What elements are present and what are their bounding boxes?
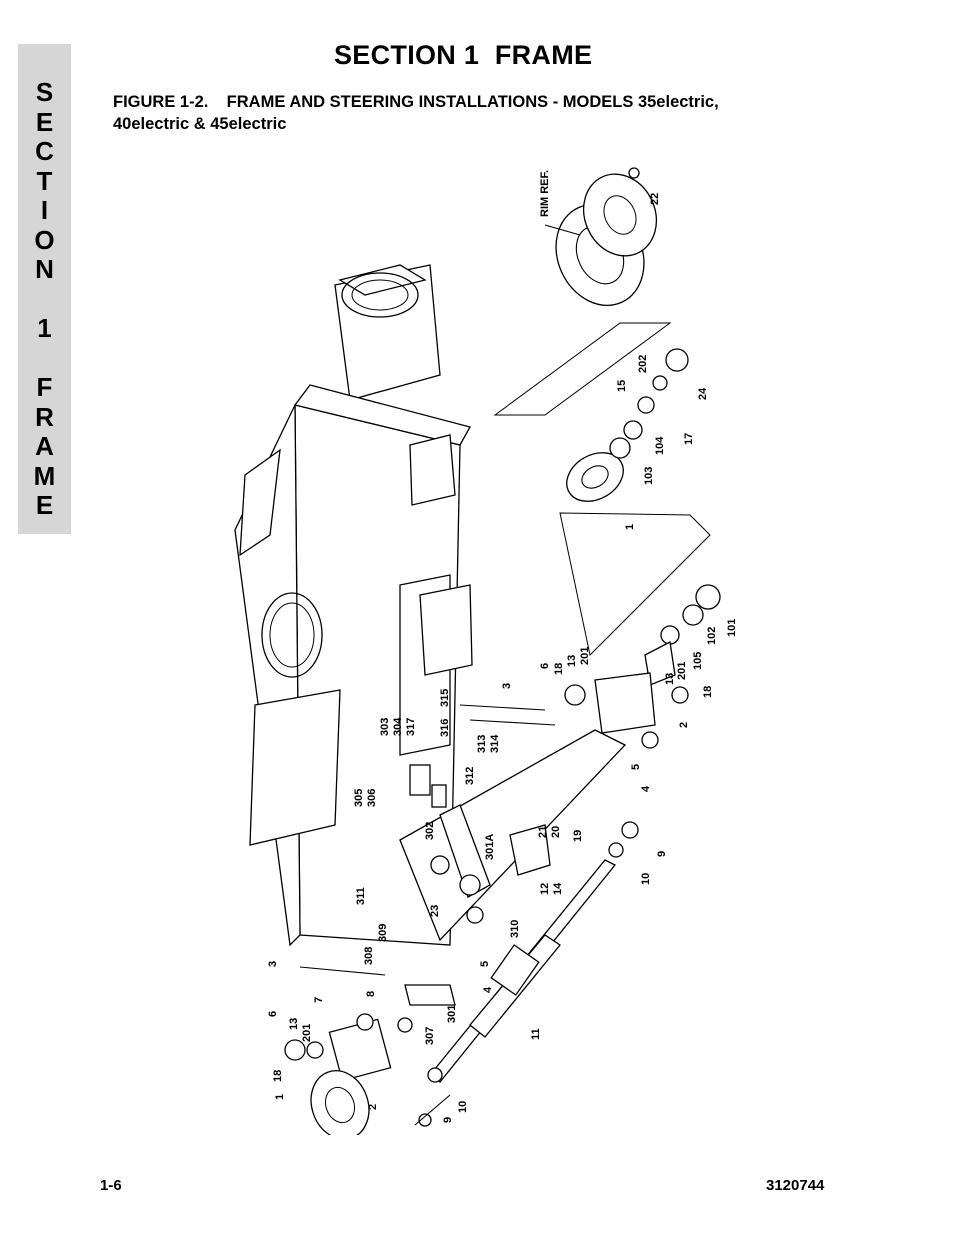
callout: 24 [697, 387, 709, 400]
callout: 23 [429, 905, 441, 917]
callout: 1 [624, 524, 636, 530]
callout: 2 [678, 722, 690, 728]
frame-body [234, 264, 473, 947]
spindle-assembly [564, 584, 721, 749]
section-side-tab: S E C T I O N 1 F R A M E [18, 44, 71, 534]
callout: 104 [654, 436, 666, 455]
steering-linkage [399, 704, 627, 942]
callout: 304 [392, 717, 404, 736]
callout: 11 [530, 1028, 542, 1040]
callout: 306 [366, 789, 378, 807]
callout: 18 [702, 686, 714, 698]
callout: 12 [539, 883, 551, 895]
callout: 310 [509, 920, 521, 938]
left-lower-parts [284, 966, 456, 1135]
callout: 312 [464, 767, 476, 785]
callout: 3 [267, 961, 279, 967]
callout: 102 [706, 627, 718, 645]
callout: 17 [683, 433, 695, 445]
document-number: 3120744 [766, 1177, 825, 1194]
callout: 313 [476, 735, 488, 753]
callout: 302 [424, 822, 436, 840]
callout: 5 [479, 961, 491, 967]
exploded-parts-diagram: RIM REF. 22 24 202 15 17 104 103 1 101 1… [234, 167, 738, 1135]
callout: 5 [630, 764, 642, 770]
hub-assembly [559, 348, 711, 657]
page-number: 1-6 [100, 1177, 122, 1194]
callout: 10 [640, 873, 652, 885]
callout: 13 [566, 655, 578, 667]
callout: 202 [637, 355, 649, 373]
callout: 8 [365, 991, 377, 997]
callout: 309 [377, 924, 389, 942]
callout: 6 [267, 1011, 279, 1017]
callout: 1 [274, 1094, 286, 1100]
callout: 311 [355, 887, 367, 905]
page-title: SECTION 1 FRAME [334, 40, 593, 70]
callout: 105 [692, 652, 704, 670]
callout: 305 [353, 789, 365, 807]
callout: 14 [552, 882, 564, 895]
callout: 15 [616, 380, 628, 392]
callout: 301 [446, 1005, 458, 1023]
callout: 13 [664, 673, 676, 685]
callout: 315 [439, 689, 451, 707]
callout: 18 [553, 663, 565, 675]
callout: 201 [676, 662, 688, 680]
callout: 22 [649, 193, 661, 205]
callout: 301A [484, 834, 496, 860]
callout: 18 [272, 1070, 284, 1082]
callout: 308 [363, 947, 375, 965]
callout: 6 [539, 663, 551, 669]
callout: 9 [656, 851, 668, 857]
callout: 4 [640, 785, 652, 792]
callout: 20 [550, 826, 562, 838]
callouts: RIM REF. 22 24 202 15 17 104 103 1 101 1… [267, 170, 738, 1123]
side-tab-letters: S E C T I O N 1 F R A M E [33, 77, 56, 520]
callout: 10 [457, 1101, 469, 1113]
callout: 201 [301, 1024, 313, 1042]
callout: 9 [442, 1117, 454, 1123]
callout: 101 [726, 619, 738, 637]
callout: 3 [501, 683, 513, 689]
callout: 307 [424, 1027, 436, 1045]
callout: RIM REF. [539, 170, 551, 217]
figure-caption: FIGURE 1-2. FRAME AND STEERING INSTALLAT… [113, 93, 719, 133]
callout: 13 [288, 1018, 300, 1030]
rim-assembly [493, 167, 672, 416]
callout: 7 [313, 997, 325, 1003]
callout: 103 [643, 467, 655, 485]
callout: 21 [537, 826, 549, 838]
callout: 316 [439, 719, 451, 737]
callout: 19 [572, 830, 584, 842]
callout: 317 [405, 718, 417, 736]
callout: 303 [379, 718, 391, 736]
callout: 314 [489, 734, 501, 753]
callout: 201 [579, 647, 591, 665]
steering-cylinder [427, 821, 639, 1083]
callout: 2 [367, 1104, 379, 1110]
callout: 4 [482, 986, 494, 993]
